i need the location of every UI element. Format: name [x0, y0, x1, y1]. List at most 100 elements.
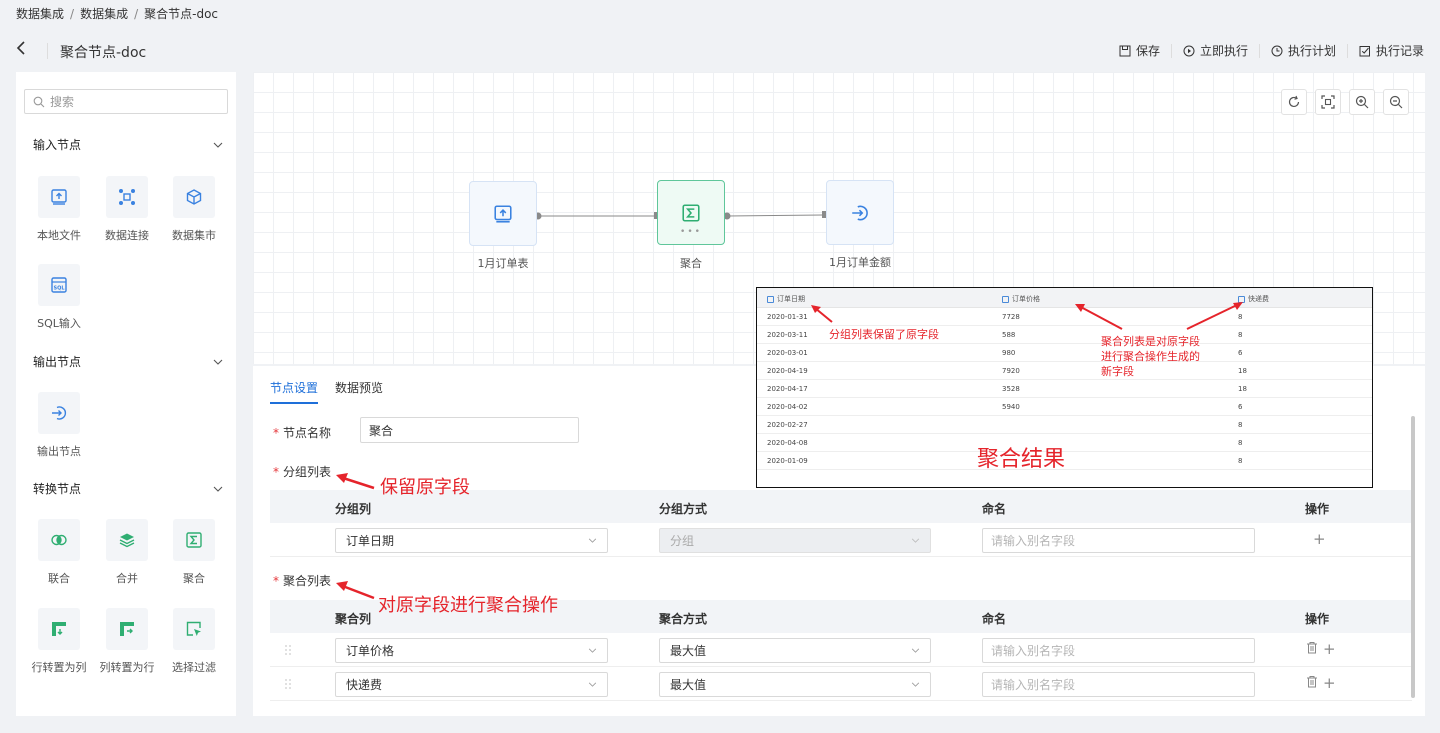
breadcrumb-separator: / [70, 7, 75, 21]
agg-alias-input[interactable] [982, 638, 1255, 663]
agg-alias-input[interactable] [982, 672, 1255, 697]
schedule-button[interactable]: 执行计划 [1271, 42, 1336, 59]
breadcrumb-item[interactable]: 数据集成 [80, 7, 129, 21]
result-table-header: 订单日期 订单价格 快递费 [757, 288, 1372, 308]
drag-handle-icon[interactable] [284, 678, 292, 690]
palette-node-data-connection[interactable]: 数据连接 [96, 176, 158, 243]
node-palette-sidebar: 输入节点 本地文件 数据连接 数据集市 SQL SQL输入 输出节点 输出节点 [16, 72, 236, 716]
add-row-button[interactable]: + [1323, 641, 1336, 657]
layers-icon [119, 533, 135, 548]
output-icon [852, 205, 868, 220]
agg-method-select[interactable]: 最大值 [659, 638, 931, 663]
zoom-in-button[interactable] [1349, 89, 1375, 115]
agg-column-select[interactable]: 订单价格 [335, 638, 608, 663]
run-history-button[interactable]: 执行记录 [1359, 42, 1424, 59]
section-input-nodes[interactable]: 输入节点 [33, 136, 223, 153]
section-output-nodes[interactable]: 输出节点 [33, 353, 223, 370]
flow-node-source-table[interactable] [469, 181, 537, 246]
row-to-col-icon [52, 622, 66, 636]
zoom-out-button[interactable] [1383, 89, 1409, 115]
fit-screen-button[interactable] [1315, 89, 1341, 115]
zoom-in-icon [1355, 95, 1369, 109]
divider [47, 43, 48, 59]
canvas-toolbar [1273, 89, 1409, 115]
palette-node-aggregate[interactable]: 聚合 [163, 519, 225, 586]
clock-icon [1271, 45, 1283, 56]
divider [1346, 43, 1348, 58]
palette-node-column-to-row[interactable]: 列转置为行 [96, 608, 158, 675]
flow-node-aggregate[interactable]: ••• [657, 180, 725, 245]
node-settings-panel: 节点设置 数据预览 *节点名称 *分组列表 分组列 分组方式 命名 操作 订单日… [253, 366, 1425, 716]
palette-node-row-to-column[interactable]: 行转置为列 [28, 608, 90, 675]
agg-table-header: 聚合列 聚合方式 命名 操作 [270, 600, 1412, 633]
delete-row-button[interactable] [1306, 675, 1318, 691]
node-tile [173, 519, 215, 561]
filter-select-icon [186, 621, 201, 636]
node-tile: SQL [38, 264, 80, 306]
agg-column-select[interactable]: 快递费 [335, 672, 608, 697]
palette-node-select-filter[interactable]: 选择过滤 [163, 608, 225, 675]
node-tile [38, 519, 80, 561]
search-input[interactable] [50, 94, 210, 109]
node-tile [106, 608, 148, 650]
cube-icon [186, 189, 202, 205]
more-icon[interactable]: ••• [680, 227, 702, 237]
chevron-down-icon [213, 142, 223, 148]
palette-node-output[interactable]: 输出节点 [28, 392, 90, 459]
drag-handle-icon[interactable] [284, 644, 292, 656]
section-transform-nodes[interactable]: 转换节点 [33, 480, 223, 497]
tab-data-preview[interactable]: 数据预览 [335, 381, 384, 395]
inset-annotation-arrows [811, 302, 1243, 330]
node-name-input[interactable] [360, 417, 579, 443]
delete-row-button[interactable] [1306, 641, 1318, 657]
group-method-select: 分组 [659, 528, 931, 553]
plus-icon: + [1313, 530, 1326, 548]
save-button[interactable]: 保存 [1119, 42, 1160, 59]
palette-node-data-mart[interactable]: 数据集市 [163, 176, 225, 243]
result-title: 聚合结果 [977, 447, 1066, 472]
chevron-down-icon [911, 682, 920, 687]
refresh-button[interactable] [1281, 89, 1307, 115]
palette-node-sql-input[interactable]: SQL SQL输入 [28, 264, 90, 331]
chevron-down-icon [911, 648, 920, 653]
header-actions: 保存 立即执行 执行计划 执行记录 [1119, 42, 1424, 59]
group-alias-input[interactable] [982, 528, 1255, 553]
node-name-label: *节点名称 [273, 426, 332, 440]
tab-node-settings[interactable]: 节点设置 [270, 379, 319, 404]
text-type-icon [767, 295, 774, 303]
chevron-down-icon [213, 486, 223, 492]
save-icon [1119, 45, 1131, 56]
breadcrumb-separator: / [134, 7, 139, 21]
node-tile [173, 608, 215, 650]
flow-node-output[interactable] [826, 180, 894, 245]
palette-node-join[interactable]: 联合 [28, 519, 90, 586]
search-icon [33, 96, 45, 107]
group-column-select[interactable]: 订单日期 [335, 528, 608, 553]
palette-node-merge[interactable]: 合并 [96, 519, 158, 586]
breadcrumb: 数据集成/数据集成/聚合节点-doc [16, 5, 218, 22]
sigma-icon [186, 532, 202, 548]
chevron-down-icon [588, 682, 597, 687]
breadcrumb-item[interactable]: 数据集成 [16, 7, 65, 21]
back-button[interactable] [16, 40, 26, 59]
run-now-button[interactable]: 立即执行 [1183, 42, 1248, 59]
search-box [24, 89, 228, 114]
scrollbar[interactable] [1411, 416, 1415, 698]
annotation-agg-new-2: 进行聚合操作生成的 [1101, 350, 1200, 363]
node-tile [173, 176, 215, 218]
add-row-button[interactable]: + [1323, 675, 1336, 691]
upload-file-icon [494, 204, 512, 223]
palette-node-local-file[interactable]: 本地文件 [28, 176, 90, 243]
table-row: 订单价格 最大值 + [270, 633, 1412, 667]
add-row-button[interactable]: + [1313, 531, 1326, 547]
chevron-down-icon [588, 648, 597, 653]
agg-method-select[interactable]: 最大值 [659, 672, 931, 697]
upload-file-icon [51, 189, 67, 205]
flow-node-label: 聚合 [680, 257, 702, 270]
